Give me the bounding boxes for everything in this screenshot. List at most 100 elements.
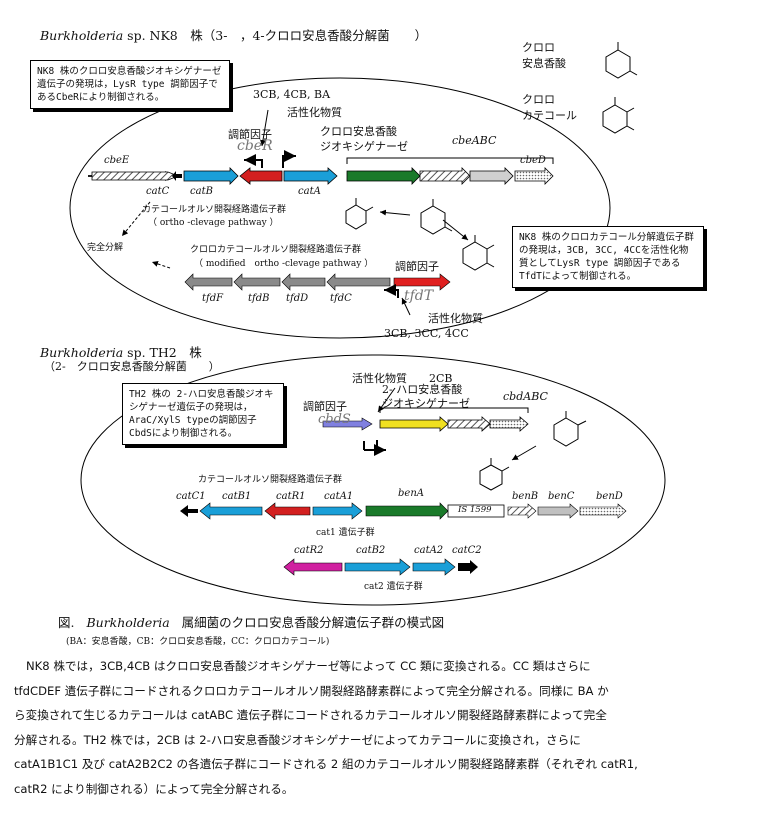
gene-benC: [537, 503, 579, 519]
gene-catC2: [458, 560, 478, 574]
gene-label-benA: benA: [398, 488, 424, 499]
activator-arrow-top: [260, 109, 269, 147]
nk8-title: Burkholderia sp. NK8 株（3- ，4-クロロ安息香酸分解菌 …: [40, 25, 427, 44]
nk8-title-rest: sp. NK8 株（3- ，4-クロロ安息香酸分解菌 ）: [127, 28, 428, 43]
gene-cbeA: [346, 167, 421, 185]
nk8-gene-row-top: [88, 167, 554, 185]
th2-cat1-label: cat1 遺伝子群: [316, 528, 375, 538]
gene-label-catB2: catB2: [356, 545, 386, 556]
gene-label-cbeR: cbeR: [237, 138, 273, 154]
nk8-inducers-top: 3CB, 4CB, BA: [253, 88, 331, 101]
molecule-catechol-nk8: [345, 198, 374, 230]
th2-catechol-label: カテコールオルソ開裂経路遺伝子群: [198, 475, 343, 485]
gene-catB2: [344, 558, 411, 576]
gene-catR1: [264, 502, 311, 520]
gene-catA: [283, 167, 338, 185]
gene-label-catA2: catA2: [414, 545, 444, 556]
nk8-regulator-bottom: 調節因子: [395, 260, 439, 273]
is-element-label: IS 1599: [458, 505, 492, 515]
nk8-gene-row-tfd: [184, 273, 451, 291]
is-element: [447, 504, 505, 518]
paragraph-line-3: ら変換されて生じるカテコールは catABC 遺伝子群にコードされるカテコールオ…: [14, 708, 607, 722]
paragraph-line-5: catA1B1C1 及び catA2B2C2 の各遺伝子群にコードされる 2 組…: [14, 757, 638, 771]
gene-label-cbdABC: cbdABC: [503, 390, 548, 403]
gene-label-cbeD: cbeD: [520, 155, 546, 166]
gene-label-cbeE: cbeE: [104, 155, 130, 166]
legend-molecule-cc: [602, 97, 635, 134]
gene-label-tfdD: tfdD: [286, 293, 309, 304]
gene-catB: [183, 167, 239, 185]
gene-benA: [365, 502, 449, 520]
th2-cat2-label: cat2 遺伝子群: [364, 582, 423, 592]
body-paragraph: NK8 株では，3CB,4CB はクロロ安息香酸ジオキシゲナーゼ等によって CC…: [14, 654, 754, 801]
gene-label-tfdF: tfdF: [202, 293, 224, 304]
gene-label-benB: benB: [512, 491, 539, 502]
gene-catB1: [199, 502, 263, 520]
nk8-ortho-sub: （ ortho -clevage pathway ）: [148, 218, 279, 228]
gene-cbdS: [322, 417, 373, 431]
gene-catC1: [180, 505, 198, 517]
nk8-activator-bottom: 活性化物質: [428, 312, 483, 325]
nk8-complete-degradation: 完全分解: [87, 243, 124, 253]
th2-title-rest: sp. TH2 株: [127, 345, 202, 360]
th2-cbds-note-box: TH2 株の 2-ハロ安息香酸ジオキシゲナーゼ遺伝子の発現は，AraC/XylS…: [122, 383, 284, 445]
gene-cbeC: [469, 167, 514, 185]
th2-gene-row-2: [283, 558, 478, 576]
molecule-chlorocatechol-nk8: [462, 235, 495, 271]
gene-label-catC: catC: [146, 186, 170, 197]
gene-label-catA1: catA1: [324, 491, 354, 502]
th2-dioxygenase-label: 2- ハロ安息香酸 ジオキシゲナーゼ: [382, 383, 470, 410]
arrow-cb-to-catechol: [379, 209, 411, 216]
gene-label-tfdT: tfdT: [404, 288, 434, 304]
legend-chlorocatechol-label: クロロ カテコール: [522, 93, 577, 122]
gene-catA1: [312, 502, 363, 520]
bracket-cbeABC: [346, 157, 554, 164]
caption-rest: 属細菌のクロロ安息香酸分解遺伝子群の模式図: [181, 615, 445, 630]
nk8-inducers-bottom: 3CB, 3CC, 4CC: [384, 327, 469, 340]
caption-prefix: 図.: [58, 615, 75, 630]
gene-cbdC: [489, 416, 529, 432]
legend-molecule-cba: [605, 42, 638, 79]
arrow-2cb-to-catechol: [511, 445, 537, 461]
arrow-complete-1: [121, 201, 151, 237]
th2-activator: 活性化物質 2CB: [352, 372, 453, 385]
th2-regulator: 調節因子: [303, 400, 347, 413]
gene-label-cbeABC: cbeABC: [452, 134, 497, 147]
nk8-ortho-label: カテコールオルソ開裂経路遺伝子群: [142, 205, 287, 215]
gene-catC: [172, 171, 182, 181]
paragraph-line-1: NK8 株では，3CB,4CB はクロロ安息香酸ジオキシゲナーゼ等によって CC…: [26, 659, 591, 673]
gene-catR2: [283, 558, 343, 576]
gene-cbeR: [239, 167, 283, 185]
gene-tfdC: [326, 273, 391, 291]
gene-benB: [507, 503, 537, 519]
legend-chlorobenzoate-label: クロロ 安息香酸: [522, 41, 566, 70]
th2-gene-row-1: [180, 502, 627, 520]
th2-title-genus: Burkholderia: [40, 345, 124, 360]
molecule-2cb-th2: [553, 411, 587, 447]
arrow-cb-to-cc: [442, 219, 469, 241]
gene-catA2: [412, 558, 456, 576]
gene-label-catB1: catB1: [222, 491, 252, 502]
molecule-chlorobenzoate-nk8: [420, 199, 453, 235]
gene-label-catR1: catR1: [276, 491, 306, 502]
gene-benD: [579, 503, 627, 519]
paragraph-line-2: tfdCDEF 遺伝子群にコードされるクロロカテコールオルソ開裂経路酵素群によっ…: [14, 683, 609, 698]
nk8-cell-ellipse: [69, 77, 611, 339]
nk8-modified-sub: （ modified ortho -clevage pathway ）: [194, 259, 374, 269]
gene-tfdD: [281, 273, 326, 291]
gene-label-benD: benD: [596, 491, 623, 502]
nk8-cber-note-box: NK8 株のクロロ安息香酸ジオキシゲナーゼ遺伝子の発現は，LysR type 調…: [30, 60, 230, 109]
figure-caption: 図. Burkholderia 属細菌のクロロ安息香酸分解遺伝子群の模式図: [58, 612, 444, 631]
nk8-dioxygenase-label: クロロ安息香酸 ジオキシゲナーゼ: [320, 125, 408, 153]
gene-label-catR2: catR2: [294, 545, 324, 556]
nk8-title-genus: Burkholderia: [40, 28, 124, 43]
gene-label-catC1: catC1: [176, 491, 206, 502]
molecule-catechol-th2: [479, 458, 510, 491]
arrow-complete-2: [151, 261, 171, 269]
promoter-arrow-cbe: [282, 150, 296, 168]
caption-genus: Burkholderia: [86, 615, 170, 630]
gene-cbeB: [419, 167, 471, 185]
promoter-arrow-tfd: [384, 284, 399, 298]
th2-cell-ellipse: [80, 354, 666, 606]
